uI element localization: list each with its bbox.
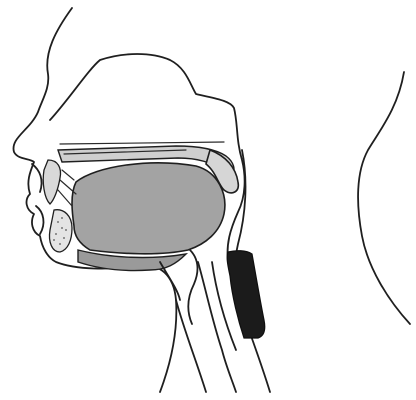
upper-lip	[32, 164, 42, 192]
highlighted-pharyngeal-region	[227, 251, 265, 338]
lower-lip	[36, 206, 43, 234]
epiglottis	[188, 250, 197, 324]
lower-teeth	[49, 210, 72, 252]
upper-teeth	[43, 160, 60, 204]
back-of-head-outline	[358, 72, 410, 324]
larynx-front	[176, 300, 206, 392]
palate-line-upper	[60, 142, 224, 144]
tongue	[72, 163, 225, 254]
